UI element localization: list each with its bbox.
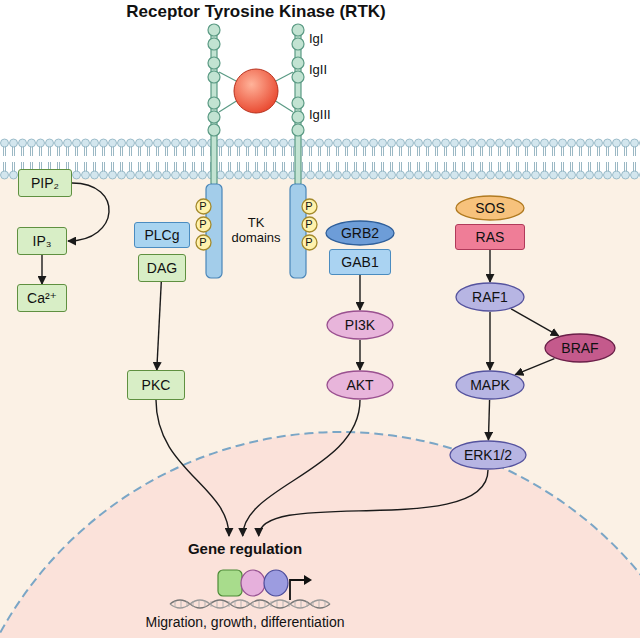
node-label: ERK1/2 — [464, 447, 512, 463]
domain-label: IgII — [309, 63, 327, 78]
kinase-ellipse: BRAF — [544, 333, 616, 363]
signal-arrow — [489, 250, 490, 282]
nucleus-outline — [0, 430, 640, 638]
node-label: P — [199, 218, 206, 231]
ligand — [234, 69, 278, 113]
phospho-site: P — [301, 234, 318, 251]
signal-arrow — [489, 312, 490, 370]
signal-arrow — [359, 340, 360, 370]
signal-arrow — [259, 470, 488, 536]
node-label: GAB1 — [341, 254, 378, 270]
nucleus: Gene regulationMigration, growth, differ… — [0, 430, 640, 638]
node-label: BRAF — [561, 340, 598, 356]
tk-domain — [290, 184, 306, 278]
node-label: AKT — [346, 377, 373, 393]
signal-arrow — [359, 275, 360, 310]
node-label: PI3K — [345, 317, 375, 333]
domain-label: IgIII — [309, 108, 331, 123]
molecule-box: Ca²⁺ — [17, 284, 67, 312]
transcription-factor — [241, 570, 265, 596]
enzyme-box: PLCg — [134, 222, 190, 248]
transcription-factor — [218, 570, 242, 596]
kinase-box: PKC — [127, 370, 185, 400]
kinase-ellipse: PI3K — [326, 310, 394, 340]
signal-arrow — [41, 255, 42, 284]
node-label: P — [305, 200, 312, 213]
dna-rungs — [175, 601, 325, 607]
node-label: DAG — [147, 260, 177, 276]
node-label: PIP₂ — [31, 175, 59, 191]
dna-strand — [170, 600, 330, 608]
transcription-factor — [264, 570, 288, 596]
kinase-ellipse: AKT — [326, 370, 394, 400]
phospho-site: P — [195, 198, 212, 215]
gef-ellipse: SOS — [455, 195, 525, 221]
adaptor-box: GAB1 — [329, 249, 391, 275]
node-label: PKC — [142, 377, 171, 393]
node-label: RAS — [476, 229, 505, 245]
node-label: IP₃ — [33, 233, 52, 249]
nucleus-heading: Gene regulation — [188, 540, 302, 557]
node-label: P — [305, 236, 312, 249]
node-label: P — [199, 200, 206, 213]
signal-arrow — [511, 309, 559, 336]
signal-arrow — [68, 183, 109, 241]
signal-arrow — [515, 359, 554, 375]
adaptor-ellipse: GRB2 — [325, 220, 395, 246]
node-label: P — [305, 218, 312, 231]
node-label: MAPK — [470, 377, 510, 393]
kinase-ellipse: MAPK — [455, 370, 525, 400]
domain-label: TK domains — [224, 216, 288, 246]
node-label: SOS — [475, 200, 505, 216]
transcription-start-arrow — [290, 580, 304, 600]
node-label: PLCg — [144, 227, 179, 243]
transcription-start-arrow — [304, 575, 312, 585]
signal-arrow — [156, 400, 229, 536]
signal-arrow — [243, 400, 360, 536]
phospho-site: P — [195, 234, 212, 251]
outcome-text: Migration, growth, differentiation — [146, 614, 345, 630]
signal-arrow — [488, 400, 489, 440]
signal-arrow — [157, 282, 162, 370]
gtpase-box: RAS — [455, 224, 525, 250]
diagram-title: Receptor Tyrosine Kinase (RTK) — [126, 2, 385, 22]
phospho-site: P — [195, 216, 212, 233]
kinase-ellipse: ERK1/2 — [449, 440, 527, 470]
molecule-box: PIP₂ — [18, 169, 72, 197]
kinase-ellipse: RAF1 — [455, 282, 525, 312]
phospho-site: P — [301, 216, 318, 233]
membrane — [0, 138, 640, 180]
molecule-box: IP₃ — [17, 227, 67, 255]
domain-label: IgI — [309, 32, 323, 47]
node-label: GRB2 — [341, 225, 379, 241]
dna-strand — [170, 600, 330, 608]
node-label: RAF1 — [472, 289, 508, 305]
node-label: P — [199, 236, 206, 249]
molecule-box: DAG — [138, 254, 186, 282]
tk-domain — [206, 184, 222, 278]
phospho-site: P — [301, 198, 318, 215]
receptor — [208, 24, 304, 186]
node-label: Ca²⁺ — [27, 290, 57, 306]
